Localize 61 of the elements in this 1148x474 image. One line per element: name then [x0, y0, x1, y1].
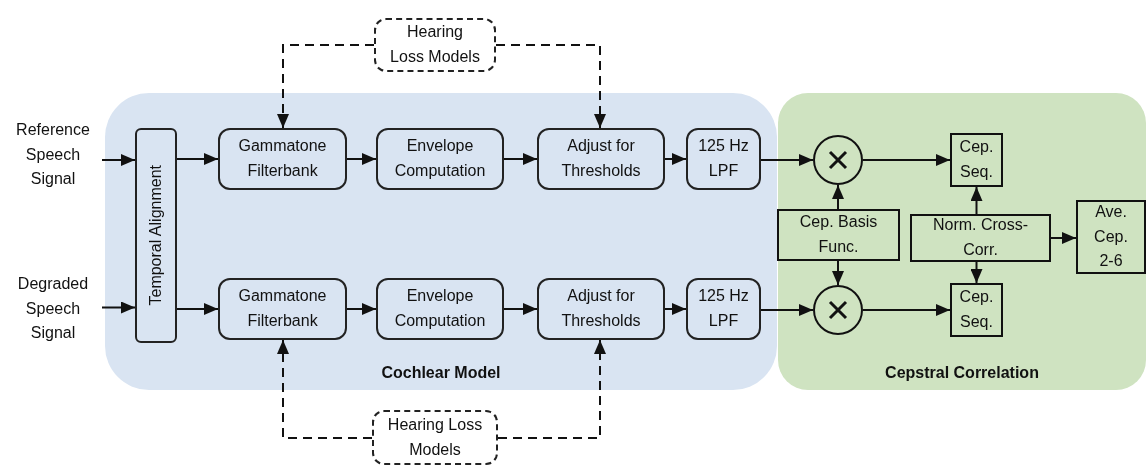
- arrow: [176, 153, 219, 165]
- arrow: [277, 339, 373, 439]
- process-box: [686, 128, 761, 190]
- process-box: [376, 128, 504, 190]
- box-label: Cep. Seq.: [958, 137, 995, 182]
- process-box: [777, 209, 900, 261]
- input-label: Degraded Speech Signal: [16, 273, 90, 344]
- arrow: [346, 153, 377, 165]
- arrow: [176, 303, 219, 315]
- box-label: 125 Hz LPF: [697, 136, 750, 181]
- arrow: [101, 301, 136, 314]
- arrow: [832, 260, 844, 286]
- process-box: [537, 278, 665, 340]
- process-box: [686, 278, 761, 340]
- arrow: [862, 154, 951, 166]
- arrow: [970, 261, 983, 284]
- process-box: [1076, 200, 1146, 274]
- box-label: Cep. Basis Func.: [798, 212, 879, 257]
- process-box: [218, 278, 347, 340]
- box-label: Norm. Cross-Corr.: [931, 215, 1030, 260]
- process-box: [950, 283, 1003, 337]
- arrow: [277, 44, 375, 129]
- box-label: Ave. Cep. 2-6: [1093, 201, 1129, 272]
- arrow: [862, 304, 951, 316]
- process-box: [537, 128, 665, 190]
- group-title: Cochlear Model: [381, 363, 501, 384]
- box-label: Gammatone Filterbank: [237, 136, 328, 181]
- arrow: [101, 154, 136, 166]
- arrow: [664, 303, 687, 315]
- process-box: [950, 133, 1003, 187]
- process-box: [218, 128, 347, 190]
- arrow: [760, 304, 814, 316]
- arrow: [503, 153, 538, 165]
- box-label: Adjust for Thresholds: [560, 286, 642, 331]
- arrow: [970, 186, 983, 215]
- box-label: Adjust for Thresholds: [560, 136, 642, 181]
- arrow: [760, 154, 814, 166]
- box-label: Envelope Computation: [393, 136, 487, 181]
- group-panel: [778, 93, 1146, 390]
- box-label: Temporal Alignment: [145, 165, 165, 306]
- box-label: Cep. Seq.: [958, 287, 995, 332]
- group-panel: [105, 93, 777, 390]
- arrow: [503, 303, 538, 315]
- arrow: [832, 184, 844, 210]
- box-label: Hearing Loss Models: [389, 22, 481, 67]
- process-box: [910, 214, 1051, 262]
- arrow: [664, 153, 687, 165]
- model-box: [374, 18, 496, 72]
- group-title: Cepstral Correlation: [885, 363, 1039, 384]
- arrow: [346, 303, 377, 315]
- model-box: [372, 410, 498, 465]
- box-label: Envelope Computation: [393, 286, 487, 331]
- box-label: Hearing Loss Models: [386, 414, 484, 460]
- process-box: [376, 278, 504, 340]
- arrow: [495, 44, 606, 129]
- box-label: 125 Hz LPF: [697, 286, 750, 331]
- process-box: [135, 128, 177, 343]
- box-label: Gammatone Filterbank: [237, 286, 328, 331]
- arrow: [1050, 232, 1077, 244]
- arrow: [497, 339, 606, 439]
- input-label: Reference Speech Signal: [15, 119, 91, 190]
